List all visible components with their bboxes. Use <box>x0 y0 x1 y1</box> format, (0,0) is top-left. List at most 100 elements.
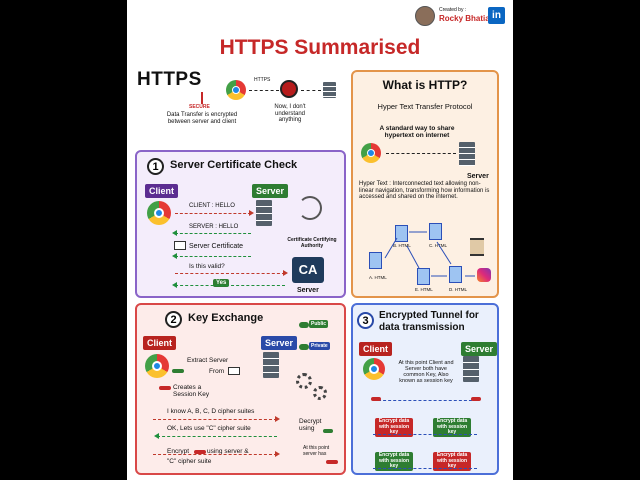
http-server-label: Server <box>467 173 489 180</box>
msg-is-valid: Is this valid? <box>189 263 225 270</box>
html-page-label: A. HTML <box>369 275 387 280</box>
msg-yes: Yes <box>213 279 230 287</box>
encrypt-arrow <box>153 454 277 455</box>
msg-client-hello: CLIENT : HELLO <box>189 203 235 209</box>
arrowhead-icon <box>172 253 177 259</box>
chrome-icon <box>361 143 381 163</box>
page-title: HTTPS Summarised <box>219 36 421 59</box>
cert-arrow <box>175 256 251 257</box>
infographic-canvas: Created by : Rocky Bhatia in HTTPS Summa… <box>127 0 513 480</box>
html-page-label: C. HTML <box>429 243 447 248</box>
private-key-icon <box>299 344 309 350</box>
arrowhead-icon <box>154 433 159 439</box>
chrome-icon <box>226 80 246 100</box>
hourglass-icon <box>470 238 484 256</box>
certificate-icon <box>228 367 240 375</box>
creates-text: Creates a Session Key <box>173 384 210 399</box>
section3-box <box>351 303 499 475</box>
https-link-arrow <box>249 90 279 91</box>
hacker-icon <box>280 80 298 98</box>
http-box-title: What is HTTP? <box>382 78 468 92</box>
chrome-icon <box>147 201 171 225</box>
section1-title: Server Certificate Check <box>170 159 298 171</box>
at-this-point-text: At this point server has <box>303 445 330 457</box>
tunnel-arrow <box>373 468 477 469</box>
private-label: Private <box>309 342 330 350</box>
encrypt-chip: Encrypt data with session key <box>433 418 471 437</box>
ca-label: Certificate Certifying Authority <box>287 237 337 249</box>
refresh-icon <box>298 196 322 220</box>
encrypt-chip: Encrypt data with session key <box>375 418 413 437</box>
extract-text: Extract Server <box>187 357 229 364</box>
gear-icon <box>296 373 312 389</box>
from-text: From <box>209 368 225 375</box>
https-link-label: HTTPS <box>254 77 271 83</box>
html-page-label: B. HTML <box>393 243 411 248</box>
decrypt-text: Decrypt using <box>299 418 322 433</box>
instagram-icon <box>477 268 491 282</box>
chrome-icon <box>145 354 169 378</box>
down-arrow-icon <box>201 92 203 104</box>
tunnel-arrow <box>373 400 477 401</box>
msg-server-certificate: Server Certificate <box>189 243 244 250</box>
http-arrow <box>386 153 456 154</box>
section2-server-tag: Server <box>261 336 298 350</box>
msg-cipher-suites: I know A, B, C, D cipher suites <box>167 408 255 415</box>
encrypt-chip: Encrypt data with session key <box>375 452 413 471</box>
html-page-icon <box>449 266 462 283</box>
linkedin-icon[interactable]: in <box>488 7 505 24</box>
html-page-icon <box>417 268 430 285</box>
section1-number: 1 <box>147 158 164 175</box>
created-by-label: Created by : <box>439 7 467 13</box>
http-std-way: A standard way to share hypertext on int… <box>379 125 455 140</box>
html-page-label: E. HTML <box>415 287 433 292</box>
section3-title-line1: Encrypted Tunnel for <box>379 310 479 321</box>
hacker-text: Now, I don't understand anything <box>274 104 306 124</box>
ok-arrow <box>157 436 277 437</box>
certificate-icon <box>174 241 186 250</box>
key-icon <box>172 369 184 373</box>
section3-server-tag: Server <box>461 342 498 356</box>
section3-title-line2: data transmission <box>379 322 465 333</box>
arrowhead-icon <box>172 230 177 236</box>
section1-client-tag: Client <box>145 184 179 198</box>
encrypt-text-b: using server & <box>207 448 249 455</box>
msg-server-hello: SERVER : HELLO <box>189 224 239 230</box>
author-name: Rocky Bhatia <box>439 14 490 23</box>
session-key-icon <box>371 397 381 401</box>
arrowhead-icon <box>172 282 177 288</box>
hypertext-desc: Hyper Text : Interconnected text allowin… <box>359 181 490 201</box>
key-icon <box>323 429 333 433</box>
section2-title: Key Exchange <box>188 312 264 324</box>
encrypt-text-a: Encrypt <box>167 448 190 455</box>
arrowhead-icon <box>275 416 280 422</box>
section3-desc: At this point Client and Server both hav… <box>398 360 454 385</box>
encrypt-chip: Encrypt data with session key <box>433 452 471 471</box>
session-key-icon <box>159 386 171 390</box>
html-page-icon <box>429 223 442 240</box>
html-links <box>384 231 475 277</box>
server-icon <box>256 200 272 226</box>
ca-server-label: Server <box>297 287 319 294</box>
html-page-icon <box>395 225 408 242</box>
secure-desc: Data Transfer is encrypted between serve… <box>166 112 238 125</box>
section3-client-tag: Client <box>359 342 393 356</box>
public-label: Public <box>309 320 329 328</box>
tunnel-arrow <box>373 434 477 435</box>
server-icon <box>463 356 479 382</box>
cipher-arrow <box>153 419 277 420</box>
public-key-icon <box>299 322 309 328</box>
client-hello-arrow <box>175 213 251 214</box>
arrowhead-icon <box>275 451 280 457</box>
https-server-arrow <box>301 90 321 91</box>
server-hello-arrow <box>175 233 251 234</box>
ca-badge: CA <box>292 257 324 283</box>
secure-label: SECURE <box>189 104 210 110</box>
arrowhead-icon <box>283 270 288 276</box>
section2-number: 2 <box>165 311 182 328</box>
server-icon <box>323 82 336 98</box>
section1-server-tag: Server <box>252 184 289 198</box>
server-icon <box>459 142 475 166</box>
section3-number: 3 <box>357 312 374 329</box>
gear-icon <box>313 386 327 400</box>
